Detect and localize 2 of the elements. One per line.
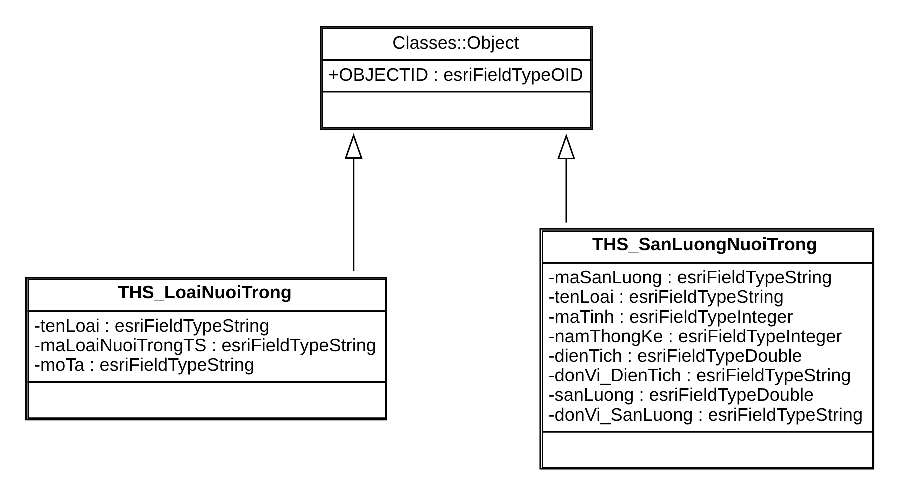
arrow [558, 134, 576, 223]
arrow [344, 133, 363, 272]
